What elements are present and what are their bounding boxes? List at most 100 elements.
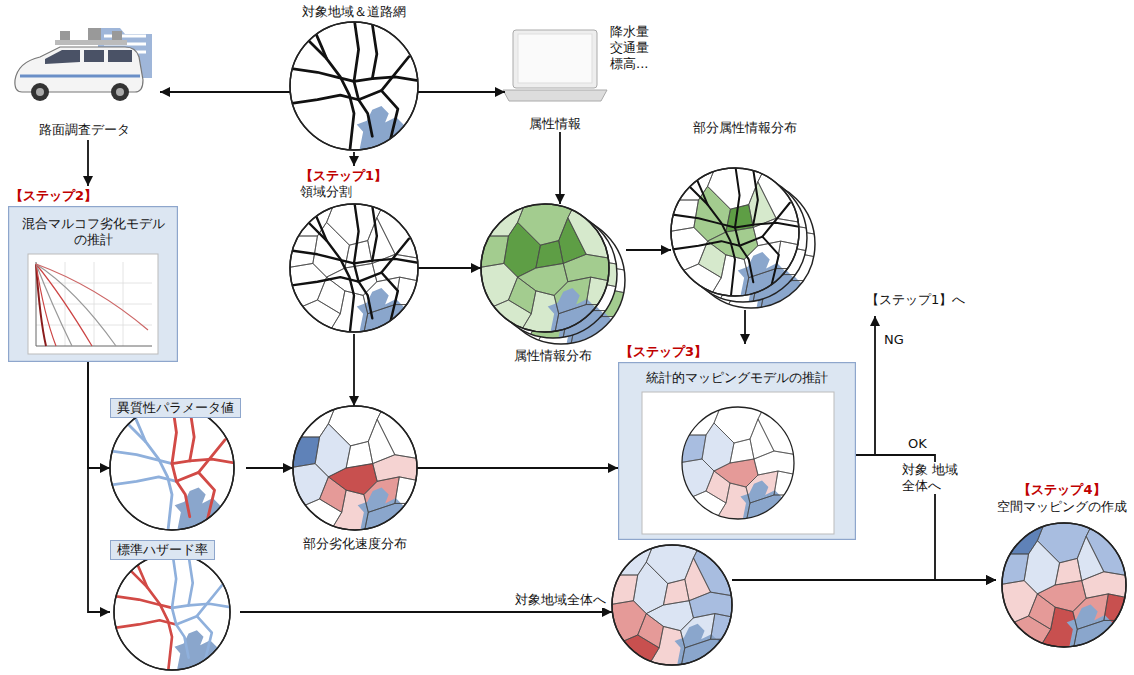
connector	[856, 455, 996, 580]
map-path	[503, 90, 607, 101]
connector	[160, 91, 290, 93]
node-text: 部分劣化速度分布	[303, 536, 407, 552]
circle-shape	[671, 168, 799, 296]
map-part	[289, 402, 422, 535]
map-part	[1067, 604, 1131, 651]
connector	[418, 91, 505, 93]
diagram-node	[612, 545, 732, 665]
map-part	[666, 173, 739, 301]
map-part	[110, 558, 176, 674]
map-part	[172, 402, 238, 520]
connector	[246, 467, 293, 469]
diagram-node: 【ステップ2】混合マルコフ劣化モデル の推計	[8, 186, 178, 362]
drawing-group	[289, 402, 422, 535]
drawing-group	[285, 199, 422, 336]
drawing-group	[110, 550, 234, 674]
drawing-group	[106, 402, 239, 535]
rect-shape	[28, 254, 158, 354]
diagram-node: 部分属性情報分布	[671, 118, 819, 310]
drawing-group	[666, 163, 803, 300]
map-path	[36, 264, 116, 346]
map-part	[735, 163, 804, 285]
drawing-group	[285, 17, 422, 154]
circle-outline	[290, 22, 418, 150]
map-part	[285, 199, 422, 336]
circle-shape	[682, 407, 794, 519]
circle-shape	[1002, 523, 1126, 647]
drawing-group	[106, 402, 239, 535]
rect-shape	[618, 362, 856, 540]
note-text: 対象 地域 全体へ	[900, 462, 968, 494]
drawing-group	[285, 17, 422, 154]
box-outline	[9, 207, 178, 362]
diagram-node: 標準ハザード率	[110, 540, 240, 670]
map-part	[740, 481, 798, 523]
edge-label: 対象地域全体へ	[513, 592, 608, 608]
step-label: 【ステップ4】	[1018, 482, 1105, 498]
circle-shape	[612, 545, 732, 665]
map-part	[106, 410, 177, 534]
map-part	[172, 550, 234, 660]
circle-outline	[481, 204, 609, 332]
drawing-group	[476, 199, 613, 336]
map-part	[678, 403, 798, 523]
tag-label: 異質性パラメータ値	[110, 398, 241, 418]
circle-shape	[671, 168, 799, 296]
node-outline	[481, 204, 626, 364]
note-text: 【ステップ1】へ	[866, 292, 965, 308]
diagram-node: 【ステップ4】空間マッピングの作成	[996, 480, 1130, 649]
diagram-node: 【ステップ3】統計的マッピングモデルの推計	[618, 344, 856, 540]
map-part	[476, 199, 613, 336]
rect-shape	[55, 40, 127, 45]
drawing-group	[678, 403, 798, 523]
circle-shape	[290, 22, 418, 150]
diagram-node: 対象地域＆道路網	[290, 2, 418, 152]
node-text: 領域分割	[300, 184, 352, 200]
map-part	[749, 182, 776, 228]
map-part	[285, 27, 358, 155]
map-part	[354, 199, 423, 321]
connector	[732, 579, 996, 581]
map-path	[874, 316, 876, 455]
drawing-group	[998, 519, 1131, 652]
node-text: 属性情報分布	[514, 348, 592, 364]
rect-shape	[88, 28, 101, 40]
node-text: 路面調査データ	[39, 122, 130, 138]
connector	[353, 334, 355, 406]
node-text: 空間マッピングの作成	[997, 499, 1127, 515]
drawing-group	[476, 199, 613, 336]
rect-shape	[60, 31, 70, 40]
circle-shape	[36, 88, 44, 96]
diagram-node: 路面調査データ	[8, 22, 160, 140]
circle-outline	[612, 545, 732, 665]
circle-shape	[114, 554, 230, 670]
step-label: 【ステップ3】	[620, 344, 707, 360]
diagram-node: 属性情報分布	[481, 204, 626, 364]
connector	[240, 611, 612, 613]
circle-shape	[31, 83, 49, 101]
node-text: 混合マルコフ劣化モデル の推計	[13, 216, 173, 248]
map-path	[36, 262, 152, 346]
drawing-group	[289, 402, 422, 535]
rect-shape	[84, 50, 104, 62]
node-outline	[293, 406, 417, 552]
map-part	[666, 163, 803, 300]
tag-label: 標準ハザード率	[110, 540, 215, 560]
map-part	[998, 519, 1131, 652]
edge-label: OK	[906, 436, 929, 452]
connector	[418, 267, 481, 269]
diagram-node: 異質性パラメータ値	[110, 398, 246, 530]
drawing-group	[666, 163, 803, 300]
connector	[87, 140, 89, 186]
diagram-node: 降水量 交通量 標高...属性情報	[505, 22, 690, 132]
drawing-group	[285, 199, 422, 336]
connector	[744, 310, 746, 344]
circle-shape	[116, 88, 124, 96]
map-part	[285, 209, 358, 337]
circle-outline	[293, 406, 417, 530]
drawing-group	[110, 550, 234, 674]
diagram-node: 部分劣化速度分布	[293, 406, 417, 552]
